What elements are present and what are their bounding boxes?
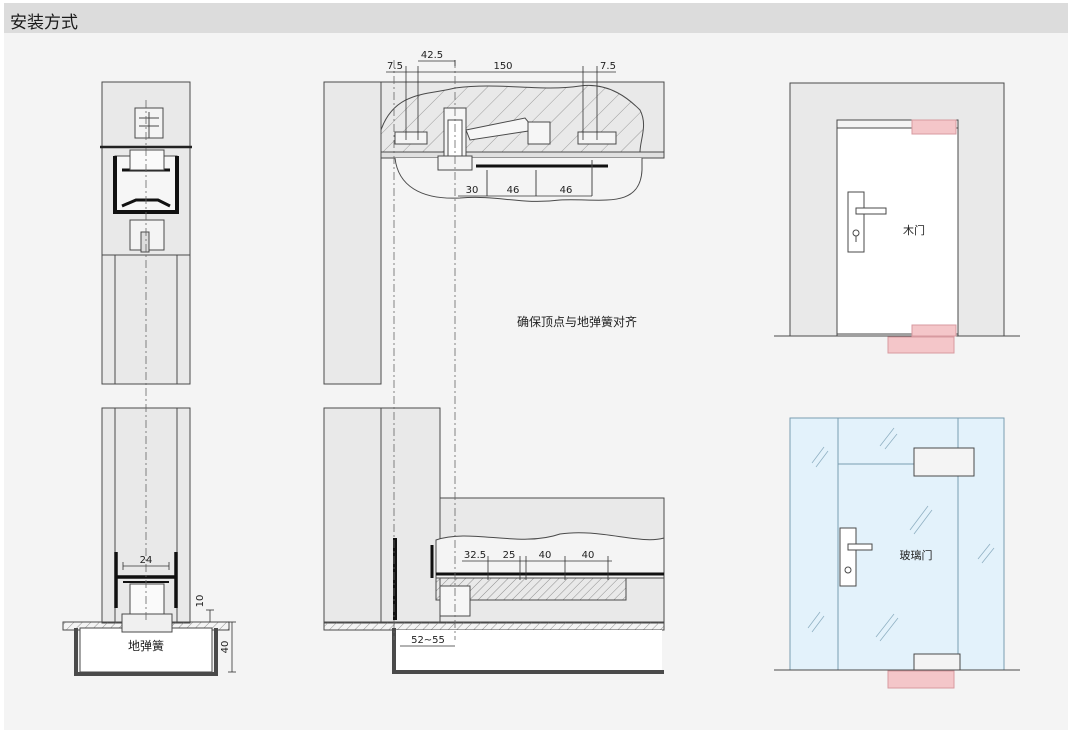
glass-floor-pivot bbox=[887, 670, 955, 689]
lower-jamb bbox=[323, 407, 382, 624]
side-section-view bbox=[62, 81, 230, 676]
dim-left-h2: 40 bbox=[220, 641, 231, 654]
align-note: 确保顶点与地弹簧对齐 bbox=[517, 314, 637, 329]
dim-bot-d: 40 bbox=[582, 550, 595, 561]
dim-mid-c: 46 bbox=[560, 185, 573, 196]
wood-door-handle-plate bbox=[847, 191, 865, 253]
dim-bot-a: 32.5 bbox=[464, 550, 486, 561]
plan-dimensions bbox=[386, 60, 616, 647]
floor-spring-label: 地弹簧 bbox=[128, 638, 164, 653]
glass-door-handle-plate bbox=[839, 527, 857, 587]
wood-door-handle bbox=[855, 207, 887, 215]
dim-top-long: 150 bbox=[493, 61, 512, 72]
dim-left-h1: 10 bbox=[195, 595, 206, 608]
dim-mid-a: 30 bbox=[466, 185, 479, 196]
wood-door-label: 木门 bbox=[903, 223, 925, 237]
glass-door-handle bbox=[847, 543, 873, 551]
dim-bot-c: 40 bbox=[539, 550, 552, 561]
upper-jamb bbox=[323, 81, 382, 385]
dim-top-mid: 42.5 bbox=[421, 50, 443, 61]
dim-bot-offset: 52~55 bbox=[411, 635, 445, 646]
glass-door-label: 玻璃门 bbox=[900, 548, 933, 562]
dim-top-left: 7.5 bbox=[387, 61, 403, 72]
dim-top-right: 7.5 bbox=[600, 61, 616, 72]
dim-bot-b: 25 bbox=[503, 550, 516, 561]
glass-door-view bbox=[774, 417, 1020, 689]
side-section-dimensions bbox=[122, 562, 236, 673]
wood-door-view bbox=[774, 82, 1020, 354]
wood-floor-pivot bbox=[887, 336, 955, 354]
plan-view bbox=[323, 60, 665, 674]
page-title: 安装方式 bbox=[10, 13, 78, 33]
dim-mid-b: 46 bbox=[507, 185, 520, 196]
dim-left-width: 24 bbox=[140, 555, 153, 566]
header-bar: 安装方式 bbox=[4, 3, 1068, 33]
